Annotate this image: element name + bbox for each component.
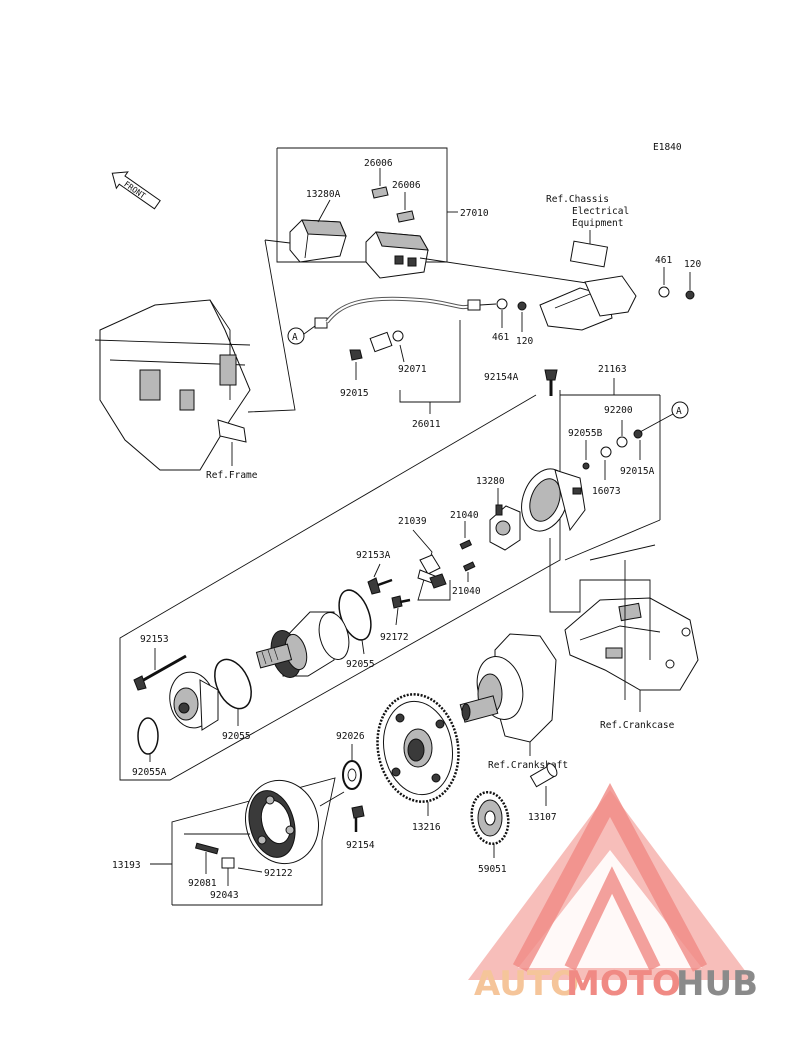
- label-21040b: 21040: [452, 586, 481, 597]
- starter-assembly-outline: 21163: [119, 364, 661, 781]
- label-461a: 461: [655, 255, 672, 266]
- label-92122: 92122: [264, 868, 293, 879]
- ref-frame: Ref.Frame: [206, 470, 258, 481]
- brushes-part: 21039: [398, 516, 451, 601]
- ref-chassis-line1: Ref.Chassis: [546, 194, 609, 205]
- label-92055-lower: 92055: [222, 731, 251, 742]
- label-16073: 16073: [592, 486, 621, 497]
- label-92200: 92200: [604, 405, 633, 416]
- relay-group: 26006 26006 13280A 27010: [264, 147, 601, 286]
- label-92015a: 92015A: [620, 466, 655, 477]
- label-92154: 92154: [346, 840, 375, 851]
- starter-end-cover-part: [521, 468, 586, 532]
- sleeve-13107-part: 13107: [528, 763, 558, 823]
- washer-92026-part: 92026: [336, 731, 365, 790]
- label-92153: 92153: [140, 634, 169, 645]
- label-92055b: 92055B: [568, 428, 603, 439]
- chassis-electrical-ref: Ref.Chassis Electrical Equipment 461 120: [539, 194, 701, 331]
- label-13280: 13280: [476, 476, 505, 487]
- callout-a-1: A: [292, 332, 298, 343]
- label-92015: 92015: [340, 388, 369, 399]
- brush-springs-part: 21040 21040: [450, 510, 481, 597]
- frame-ref: Ref.Frame: [94, 239, 296, 481]
- crankcase-ref: Ref.Crankcase: [549, 538, 699, 731]
- starter-cable-part: A 461 120 92015 92071 26011: [287, 296, 533, 430]
- bolt-92154a-part: 92154A: [484, 369, 558, 396]
- label-13193: 13193: [112, 860, 141, 871]
- label-92153a: 92153A: [356, 550, 391, 561]
- label-13280a: 13280A: [306, 189, 341, 200]
- cover-small-parts: A 92200 92055B 16073 92015A: [568, 401, 689, 497]
- relay-13280a-part: [289, 219, 347, 263]
- bolt-92154-part: 92154: [346, 805, 375, 851]
- callout-a-2: A: [676, 406, 682, 417]
- ref-crankcase: Ref.Crankcase: [600, 720, 675, 731]
- label-92081: 92081: [188, 878, 217, 889]
- label-26011: 26011: [412, 419, 441, 430]
- ref-chassis-line3: Equipment: [572, 218, 623, 229]
- label-92071: 92071: [398, 364, 427, 375]
- through-bolts-part: 92153: [133, 634, 187, 691]
- watermark-logo: [468, 783, 752, 980]
- brush-holder-part: 13280: [476, 476, 521, 551]
- ref-chassis-line2: Electrical: [572, 206, 629, 217]
- label-13216: 13216: [412, 822, 441, 833]
- o-ring-92055a-part: 92055A: [132, 717, 167, 778]
- starter-relay-part: [365, 231, 429, 279]
- label-21039: 21039: [398, 516, 427, 527]
- watermark-text-moto: MOTO: [566, 964, 681, 1004]
- label-92055a: 92055A: [132, 767, 167, 778]
- label-120a: 120: [684, 259, 701, 270]
- label-13107: 13107: [528, 812, 557, 823]
- label-92172: 92172: [380, 632, 409, 643]
- label-27010: 27010: [460, 208, 489, 219]
- starter-gear-13216-part: 13216: [376, 693, 460, 833]
- front-arrow-icon: FRONT: [111, 171, 161, 210]
- label-92026: 92026: [336, 731, 365, 742]
- label-26006b: 26006: [392, 180, 421, 191]
- label-21040a: 21040: [450, 510, 479, 521]
- motor-yoke-part: [255, 611, 350, 678]
- diagram-code: E1840: [653, 142, 682, 153]
- fuse-26006b-part: [396, 210, 415, 223]
- watermark-text-auto: AUTO: [474, 964, 579, 1004]
- label-92055-upper: 92055: [346, 659, 375, 670]
- label-92154a: 92154A: [484, 372, 519, 383]
- screws-part: 92153A 92172: [356, 550, 411, 643]
- o-ring-92055-lower-part: 92055: [214, 658, 252, 742]
- starter-front-cover-part: [169, 671, 219, 731]
- label-120b: 120: [516, 336, 533, 347]
- ref-crankshaft: Ref.Crankshaft: [488, 760, 568, 771]
- label-26006a: 26006: [364, 158, 393, 169]
- label-92043: 92043: [210, 890, 239, 901]
- label-59051: 59051: [478, 864, 507, 875]
- label-21163: 21163: [598, 364, 627, 375]
- fuse-26006a-part: [371, 186, 389, 199]
- starter-clutch-13193-part: 13193 92081 92122 92043: [112, 777, 345, 906]
- idle-gear-59051-part: 59051: [470, 790, 510, 875]
- watermark-wordmark: AUTO MOTO HUB: [474, 964, 758, 1004]
- label-461b: 461: [492, 332, 509, 343]
- watermark-text-hub: HUB: [676, 964, 758, 1004]
- crankshaft-ref: Ref.Crankshaft: [459, 633, 568, 771]
